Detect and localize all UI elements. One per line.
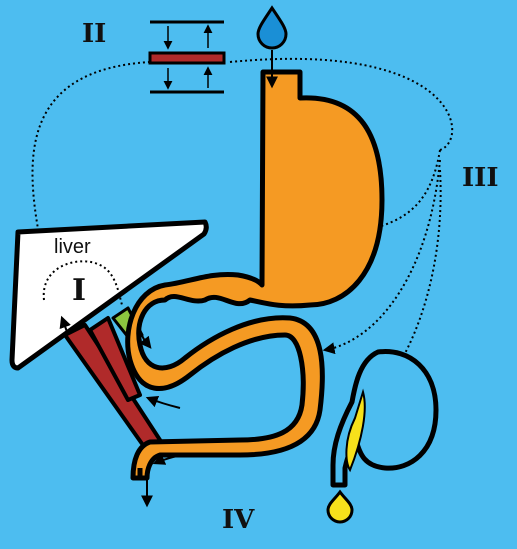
stomach-and-intestine bbox=[125, 69, 385, 481]
label-region-I: I bbox=[72, 273, 86, 308]
dotted-arrow-to-III bbox=[229, 57, 454, 151]
dotted-loop-I bbox=[42, 260, 123, 306]
arrow-gut-2 bbox=[145, 395, 181, 409]
label-liver: liver bbox=[54, 236, 91, 258]
portal-vessel bbox=[88, 316, 142, 402]
liver bbox=[9, 219, 209, 371]
water-drop-icon bbox=[256, 5, 288, 50]
dotted-flow-arrows bbox=[31, 57, 454, 387]
membrane-transport-icon bbox=[148, 20, 226, 94]
label-region-II: II bbox=[82, 19, 106, 49]
dotted-arrow-to-intestine bbox=[322, 159, 441, 355]
arrow-gut-1 bbox=[139, 329, 152, 349]
label-region-IV: IV bbox=[222, 505, 255, 535]
yellow-drop-icon bbox=[326, 489, 354, 524]
label-region-III: III bbox=[462, 163, 499, 193]
gut-flow-arrows bbox=[139, 50, 278, 508]
arrow-gut-3 bbox=[152, 453, 181, 465]
dotted-arrow-to-pancreas bbox=[383, 169, 442, 387]
pancreas bbox=[330, 349, 439, 488]
